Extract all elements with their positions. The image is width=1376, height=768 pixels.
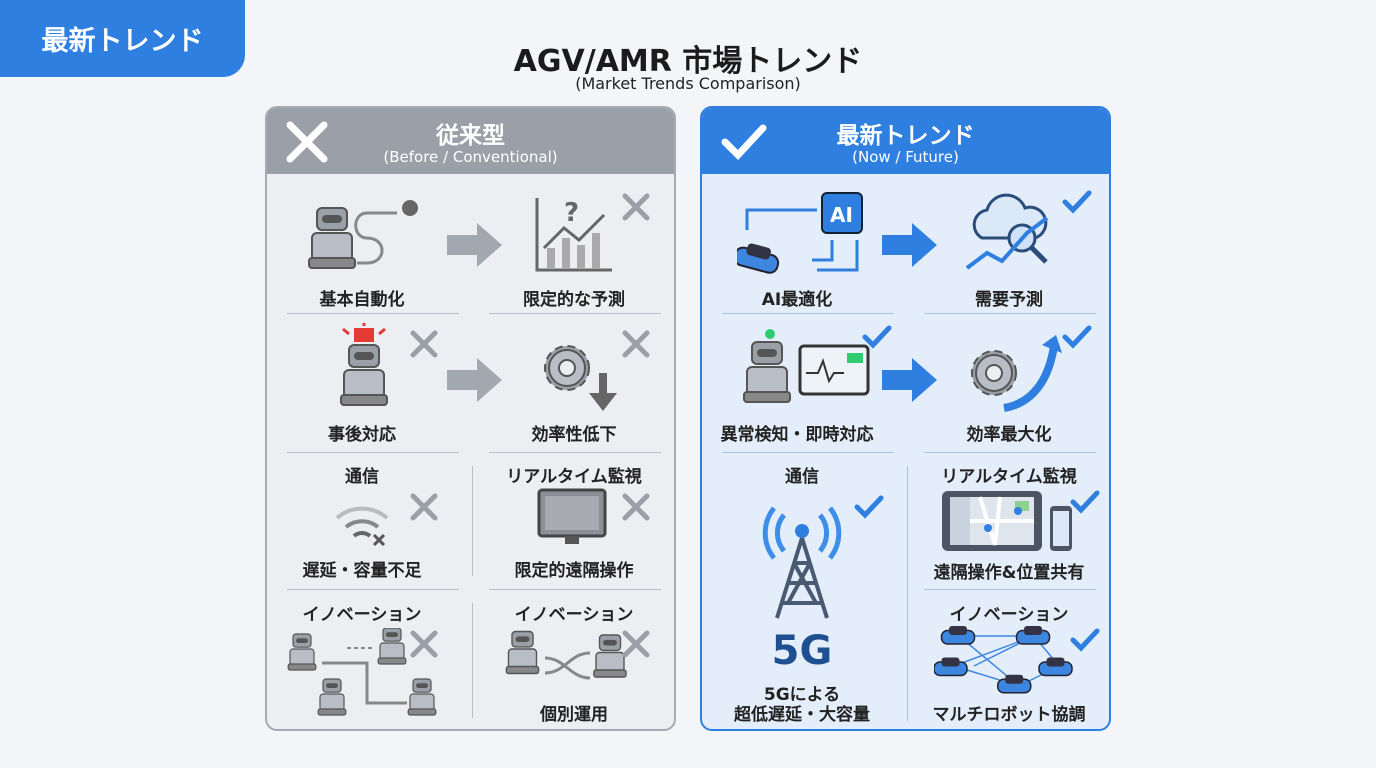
label-limited-forecast: 限定的な予測 [523,290,625,310]
panel-subtitle: (Now / Future) [852,148,959,166]
limited-forecast-chart-icon: ? [535,198,612,272]
tablet-map-icon [942,491,1072,551]
divider [924,313,1096,314]
label-limited-remote: 限定的遠隔操作 [514,561,634,581]
5g-tower-icon [762,506,842,619]
label-basic-automation: 基本自動化 [319,290,405,310]
divider [489,452,661,453]
individual-operation-icon [505,630,627,680]
alarm-robot-icon [340,323,388,406]
divider [924,589,1096,590]
label-individual-operation: 個別運用 [540,705,608,725]
panel-title: 従来型 [436,123,505,149]
label-anomaly-detection: 異常検知・即時対応 [720,425,874,445]
multi-robot-network-icon [934,626,1073,694]
latest-trend-header: 最新トレンド (Now / Future) [702,108,1109,174]
gear-down-icon [544,345,617,411]
label-efficiency-max: 効率最大化 [966,425,1052,445]
conventional-panel: 従来型 (Before / Conventional) ? 基本自動化 限定的な… [265,106,676,731]
latest-trend-panel: 最新トレンド (Now / Future) AI AI最適化 需要予測 異常検知… [700,106,1111,731]
check-icon [1070,488,1102,516]
check-icon [862,323,894,351]
arrow-right-icon [447,358,502,402]
cloud-forecast-icon [965,193,1049,270]
cross-icon [410,493,438,521]
arrow-right-icon [882,358,937,402]
isolated-robots-icon [287,628,437,716]
arrow-right-icon [882,223,937,267]
check-icon [854,493,886,521]
panel-subtitle: (Before / Conventional) [383,148,558,166]
cross-icon [622,630,650,658]
divider [924,452,1096,453]
divider [287,313,459,314]
label-latency-capacity: 遅延・容量不足 [302,561,422,581]
svg-text:?: ? [564,198,579,228]
check-icon [721,124,767,161]
divider [489,313,661,314]
heading-realtime-monitoring: リアルタイム監視 [941,467,1077,487]
arrow-right-icon [447,223,502,267]
check-icon [1062,323,1094,351]
label-demand-forecast: 需要予測 [975,290,1043,310]
heading-innovation: イノベーション [514,605,634,625]
cross-icon [622,193,650,221]
cross-icon [286,121,328,163]
ai-chip-text: AI [830,203,853,227]
5g-label: 5G [771,628,833,674]
label-remote-location-share: 遠隔操作&位置共有 [933,563,1085,583]
cross-icon [622,493,650,521]
divider [472,466,473,576]
heading-innovation: イノベーション [302,605,422,625]
divider [287,452,459,453]
gear-growth-icon [971,335,1062,412]
label-5g-by: 5Gによる [763,685,841,705]
trend-badge: 最新トレンド [0,0,245,77]
divider [472,603,473,718]
heading-realtime-monitoring: リアルタイム監視 [506,467,642,487]
page-title: AGV/AMR 市場トレンド [513,44,863,79]
label-reactive: 事後対応 [328,425,396,445]
heading-communication: 通信 [345,467,379,487]
divider [722,452,894,453]
panel-title: 最新トレンド [836,123,975,149]
divider [287,589,459,590]
check-icon [1062,188,1094,216]
label-multi-robot-coordination: マルチロボット協調 [932,705,1086,725]
divider [907,466,908,721]
heading-innovation: イノベーション [949,605,1069,625]
cross-icon [410,330,438,358]
static-monitor-icon [537,488,607,544]
conventional-header: 従来型 (Before / Conventional) [267,108,674,174]
cross-icon [622,330,650,358]
divider [489,589,661,590]
robot-route-icon [308,200,418,269]
check-icon [1070,626,1102,654]
ai-optimization-icon: AI [737,192,863,276]
divider [722,313,894,314]
cross-icon [410,630,438,658]
label-efficiency-drop: 効率性低下 [531,425,617,445]
weak-wifi-icon [335,506,389,547]
anomaly-detection-icon [743,329,870,403]
page-subtitle: (Market Trends Comparison) [575,74,801,93]
label-low-latency: 超低遅延・大容量 [734,705,870,725]
label-ai-optimization: AI最適化 [761,290,833,310]
heading-communication: 通信 [785,467,819,487]
